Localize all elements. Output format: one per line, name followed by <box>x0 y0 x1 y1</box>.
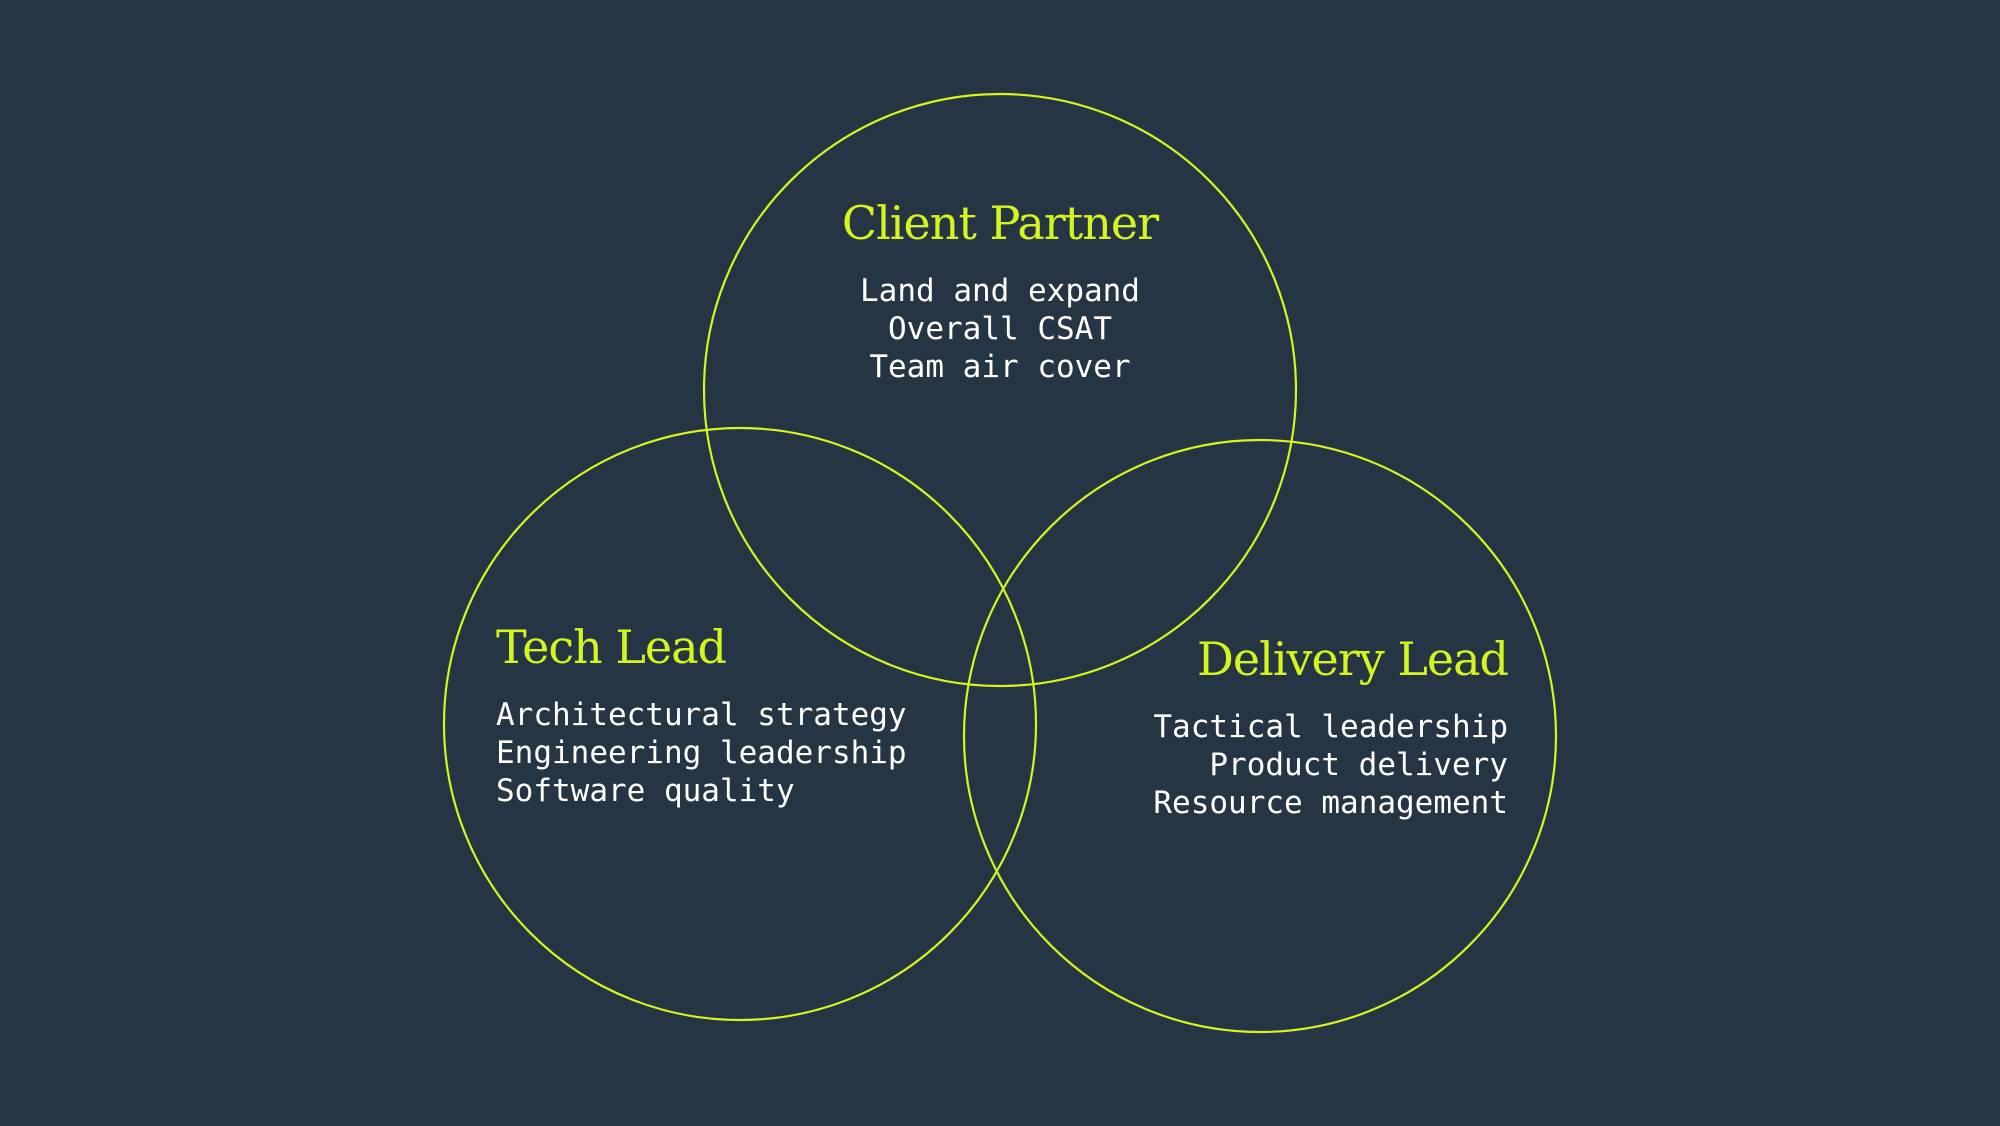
role-item: Architectural strategy <box>496 697 907 733</box>
role-item: Engineering leadership <box>496 735 907 771</box>
role-item: Tactical leadership <box>1153 709 1508 745</box>
role-item: Resource management <box>1153 785 1508 821</box>
role-delivery-lead: Delivery Lead Tactical leadership Produc… <box>968 632 1509 822</box>
circle-client-partner <box>702 92 1298 688</box>
circle-delivery-lead <box>962 438 1558 1034</box>
role-item: Team air cover <box>869 349 1131 385</box>
role-item: Software quality <box>496 773 795 809</box>
role-title-client-partner: Client Partner <box>841 196 1159 250</box>
role-client-partner: Client Partner Land and expand Overall C… <box>730 196 1270 386</box>
role-item: Product delivery <box>1209 747 1508 783</box>
role-items-delivery-lead: Tactical leadership Product delivery Res… <box>968 708 1508 822</box>
role-item: Land and expand <box>860 273 1140 309</box>
role-item: Overall CSAT <box>888 311 1112 347</box>
role-items-tech-lead: Architectural strategy Engineering leade… <box>496 696 1036 810</box>
circle-tech-lead <box>442 426 1038 1022</box>
role-tech-lead: Tech Lead Architectural strategy Enginee… <box>496 620 1036 810</box>
role-items-client-partner: Land and expand Overall CSAT Team air co… <box>730 272 1270 386</box>
role-title-delivery-lead: Delivery Lead <box>1197 632 1509 686</box>
role-title-tech-lead: Tech Lead <box>496 620 727 674</box>
